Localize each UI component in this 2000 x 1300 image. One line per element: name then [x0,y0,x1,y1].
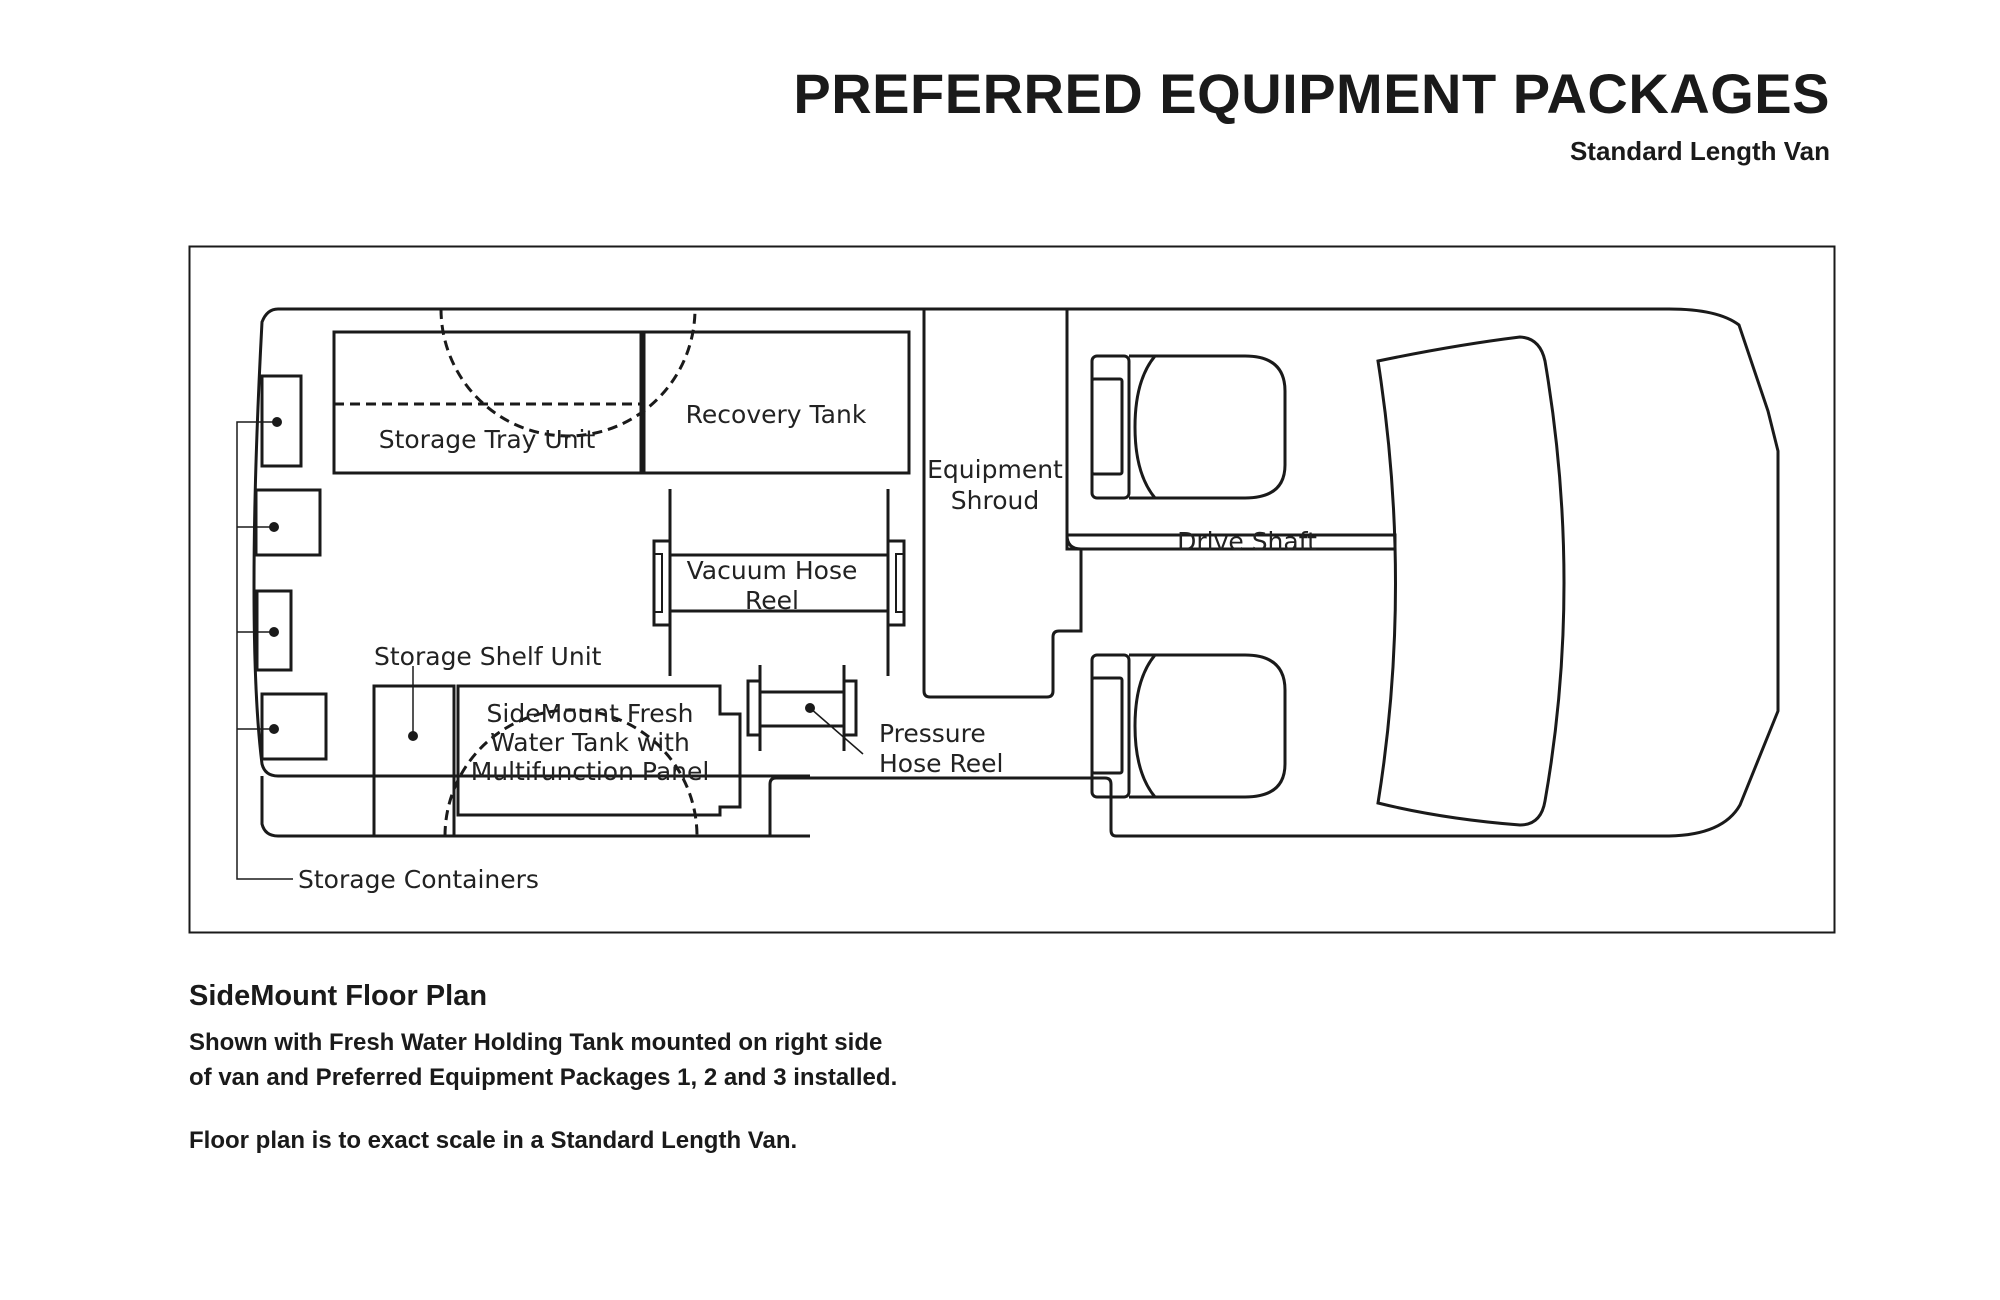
label-drive-shaft: Drive Shaft [1177,527,1317,556]
label-vacuum-hose-reel-2: Reel [745,586,799,615]
label-recovery-tank: Recovery Tank [686,400,867,429]
drive-shaft [1065,533,1397,551]
passenger-seat [1090,653,1287,799]
pressure-hose-reel [758,690,846,728]
header: PREFERRED EQUIPMENT PACKAGES Standard Le… [793,62,1830,167]
floor-plan-diagram: Storage Tray Unit Recovery Tank Equipmen… [188,245,1838,940]
label-storage-containers: Storage Containers [298,865,539,894]
label-fresh-water-tank-2: Water Tank with [490,728,690,757]
vacuum-hose-reel [668,553,890,613]
van-rear-left-outline [260,776,810,838]
storage-container-1 [260,374,303,468]
side-door-swing [439,308,697,438]
label-pressure-hose-reel-1: Pressure [879,719,986,748]
page-title: PREFERRED EQUIPMENT PACKAGES [793,62,1830,125]
storage-shelf-unit [372,684,456,838]
label-vacuum-hose-reel-1: Vacuum Hose [687,556,858,585]
label-fresh-water-tank-1: SideMount Fresh [487,699,694,728]
driver-seat [1090,354,1287,500]
label-fresh-water-tank-3: Multifunction Panel [471,757,710,786]
label-equipment-shroud-1: Equipment [927,455,1063,484]
label-storage-shelf-unit: Storage Shelf Unit [374,642,602,671]
diagram-frame [188,245,1836,934]
fresh-water-tank [456,684,742,817]
page-subtitle: Standard Length Van [1569,136,1830,166]
equipment-shroud [922,309,1083,699]
caption-title: SideMount Floor Plan [189,980,488,1012]
caption-line-1: Shown with Fresh Water Holding Tank moun… [189,1029,883,1056]
label-storage-tray-unit: Storage Tray Unit [379,425,596,454]
label-pressure-hose-reel-2: Hose Reel [879,749,1003,778]
van-body-outline [252,307,1780,838]
label-equipment-shroud-2: Shroud [951,486,1039,515]
rear-door-swing [443,708,699,837]
storage-container-4 [260,692,328,761]
storage-container-3 [255,589,293,672]
caption-line-3: Floor plan is to exact scale in a Standa… [189,1127,798,1154]
dashboard [1376,335,1566,827]
recovery-tank [642,330,911,475]
storage-containers-leader [236,421,293,880]
storage-container-2 [254,488,322,557]
caption: SideMount Floor Plan Shown with Fresh Wa… [189,980,897,1158]
floor-plan-svg: Storage Tray Unit Recovery Tank Equipmen… [188,245,1836,934]
caption-line-2: of van and Preferred Equipment Packages … [189,1064,898,1091]
